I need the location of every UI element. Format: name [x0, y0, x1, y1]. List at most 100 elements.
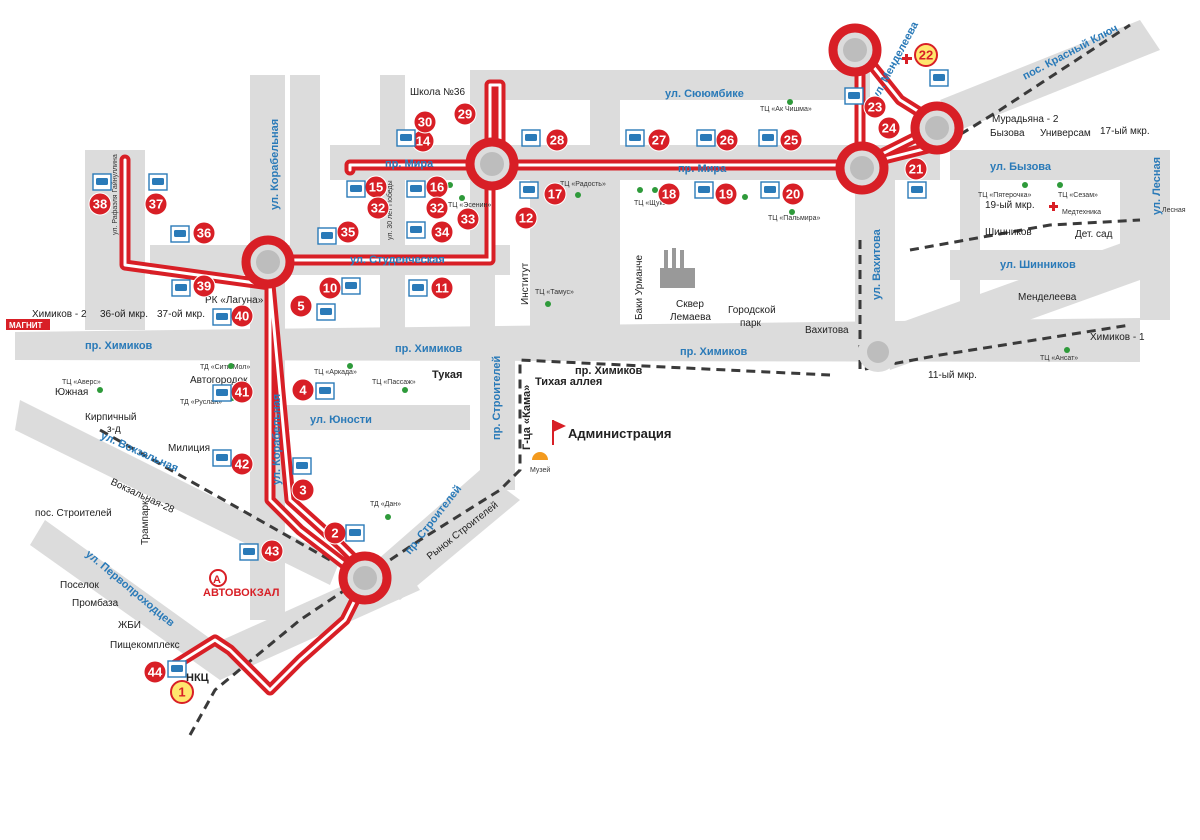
- stop-38[interactable]: 38: [88, 192, 112, 216]
- stop-number: 36: [197, 226, 211, 241]
- museum-icon: [532, 452, 548, 460]
- stop-17[interactable]: 17: [543, 182, 567, 206]
- bus-stop-icon: [212, 449, 232, 467]
- shop-sity-mol: ТД «Сити Мол»: [200, 364, 250, 371]
- stop-11[interactable]: 11: [430, 276, 454, 300]
- stop-15[interactable]: 15: [364, 175, 388, 199]
- stop-number: 18: [662, 187, 676, 202]
- bus-stop-icon: [212, 308, 232, 326]
- label-institut: Институт: [520, 262, 531, 305]
- bus-stop-icon: [341, 277, 361, 295]
- stop-number: 29: [458, 107, 472, 122]
- stop-5[interactable]: 5: [289, 294, 313, 318]
- label-admin: Администрация: [568, 426, 671, 441]
- stop-number: 28: [550, 133, 564, 148]
- stop-39[interactable]: 39: [192, 274, 216, 298]
- bus-stop-icon: [758, 129, 778, 147]
- stop-3[interactable]: 3: [291, 478, 315, 502]
- stop-20[interactable]: 20: [781, 182, 805, 206]
- magnit-logo: [6, 319, 50, 330]
- bus-stop-icon: [694, 181, 714, 199]
- stop-25[interactable]: 25: [779, 128, 803, 152]
- stop-34[interactable]: 34: [430, 220, 454, 244]
- stop-10[interactable]: 10: [318, 276, 342, 300]
- bus-stop-icon: [406, 221, 426, 239]
- stop-1[interactable]: 1: [170, 680, 194, 704]
- label-khimikov1: Химиков - 1: [1090, 332, 1145, 343]
- stop-26[interactable]: 26: [715, 128, 739, 152]
- stop-number: 42: [235, 457, 249, 472]
- label-mkr19: 19-ый мкр.: [985, 200, 1035, 211]
- label-nkts: НКЦ: [186, 672, 209, 684]
- label-khimikov2: Химиков - 2: [32, 309, 87, 320]
- bus-stop-icon: [396, 129, 416, 147]
- bus-stop-icon: [92, 173, 112, 191]
- stop-32[interactable]: 32: [366, 196, 390, 220]
- shop-avers: ТЦ «Аверс»: [62, 379, 101, 386]
- stop-number: 20: [786, 187, 800, 202]
- label-tikhaya: Тихая аллея: [535, 376, 602, 388]
- bus-stop-icon: [167, 660, 187, 678]
- stop-42[interactable]: 42: [230, 452, 254, 476]
- shop-passazh: ТЦ «Пассаж»: [372, 379, 416, 386]
- flag-icon: [552, 420, 566, 445]
- bus-stop-icon: [292, 457, 312, 475]
- bus-stop-icon: [519, 181, 539, 199]
- label-zd: з-д: [107, 424, 121, 435]
- stop-24[interactable]: 24: [877, 116, 901, 140]
- stop-32[interactable]: 32: [425, 196, 449, 220]
- stop-43[interactable]: 43: [260, 539, 284, 563]
- shop-radost: ТЦ «Радость»: [560, 181, 606, 188]
- shop-ansat: ТЦ «Ансат»: [1040, 355, 1078, 362]
- stop-number: 5: [297, 299, 304, 314]
- stop-18[interactable]: 18: [657, 182, 681, 206]
- stop-number: 24: [882, 121, 897, 136]
- stop-number: 4: [299, 383, 307, 398]
- street-yunosti: ул. Юности: [310, 414, 372, 426]
- stop-4[interactable]: 4: [291, 378, 315, 402]
- stop-22[interactable]: 22: [914, 43, 938, 67]
- stop-number: 22: [919, 48, 933, 63]
- shop-shchuka: ТЦ «Щука»: [634, 200, 671, 207]
- label-mkr37: 37-ой мкр.: [157, 309, 205, 320]
- street-khimikov-2: пр. Химиков: [395, 343, 463, 355]
- stop-35[interactable]: 35: [336, 220, 360, 244]
- shop-palmira: ТЦ «Пальмира»: [768, 215, 820, 222]
- bus-stop-icon: [844, 87, 864, 105]
- label-skver: Сквер: [676, 299, 704, 310]
- stop-37[interactable]: 37: [144, 192, 168, 216]
- stop-44[interactable]: 44: [143, 660, 167, 684]
- railway-lines: [99, 23, 1141, 736]
- stop-27[interactable]: 27: [647, 128, 671, 152]
- stop-28[interactable]: 28: [545, 128, 569, 152]
- label-park: парк: [740, 318, 762, 329]
- stop-19[interactable]: 19: [714, 182, 738, 206]
- stop-2[interactable]: 2: [323, 521, 347, 545]
- label-avtovokzal: АВТОВОКЗАЛ: [203, 587, 280, 599]
- bus-stop-icon: [170, 225, 190, 243]
- stop-41[interactable]: 41: [230, 380, 254, 404]
- stop-40[interactable]: 40: [230, 304, 254, 328]
- label-medtekhnika: Медтехника: [1062, 209, 1101, 216]
- stop-number: 2: [331, 526, 338, 541]
- street-khimikov-4: пр. Химиков: [575, 365, 643, 377]
- bus-stop-icon: [760, 181, 780, 199]
- street-gainutdina: ул. Рафаэля Гайнуллина: [111, 154, 119, 235]
- stop-33[interactable]: 33: [456, 207, 480, 231]
- stop-number: 14: [416, 134, 431, 149]
- stop-21[interactable]: 21: [904, 157, 928, 181]
- stop-36[interactable]: 36: [192, 221, 216, 245]
- label-mkr11: 11-ый мкр.: [928, 370, 977, 381]
- label-yuzhnaya: Южная: [55, 387, 88, 398]
- label-prombaza: Промбаза: [72, 597, 119, 609]
- stop-16[interactable]: 16: [425, 175, 449, 199]
- stop-23[interactable]: 23: [863, 95, 887, 119]
- stop-number: 27: [652, 133, 666, 148]
- stop-30[interactable]: 30: [413, 110, 437, 134]
- bus-station-icon: A: [209, 569, 227, 587]
- street-khimikov-1: пр. Химиков: [85, 340, 153, 352]
- stop-29[interactable]: 29: [453, 102, 477, 126]
- street-syuyumbike: ул. Сююмбике: [665, 88, 744, 100]
- stop-12[interactable]: 12: [514, 206, 538, 230]
- label-tukaya: Тукая: [432, 369, 462, 381]
